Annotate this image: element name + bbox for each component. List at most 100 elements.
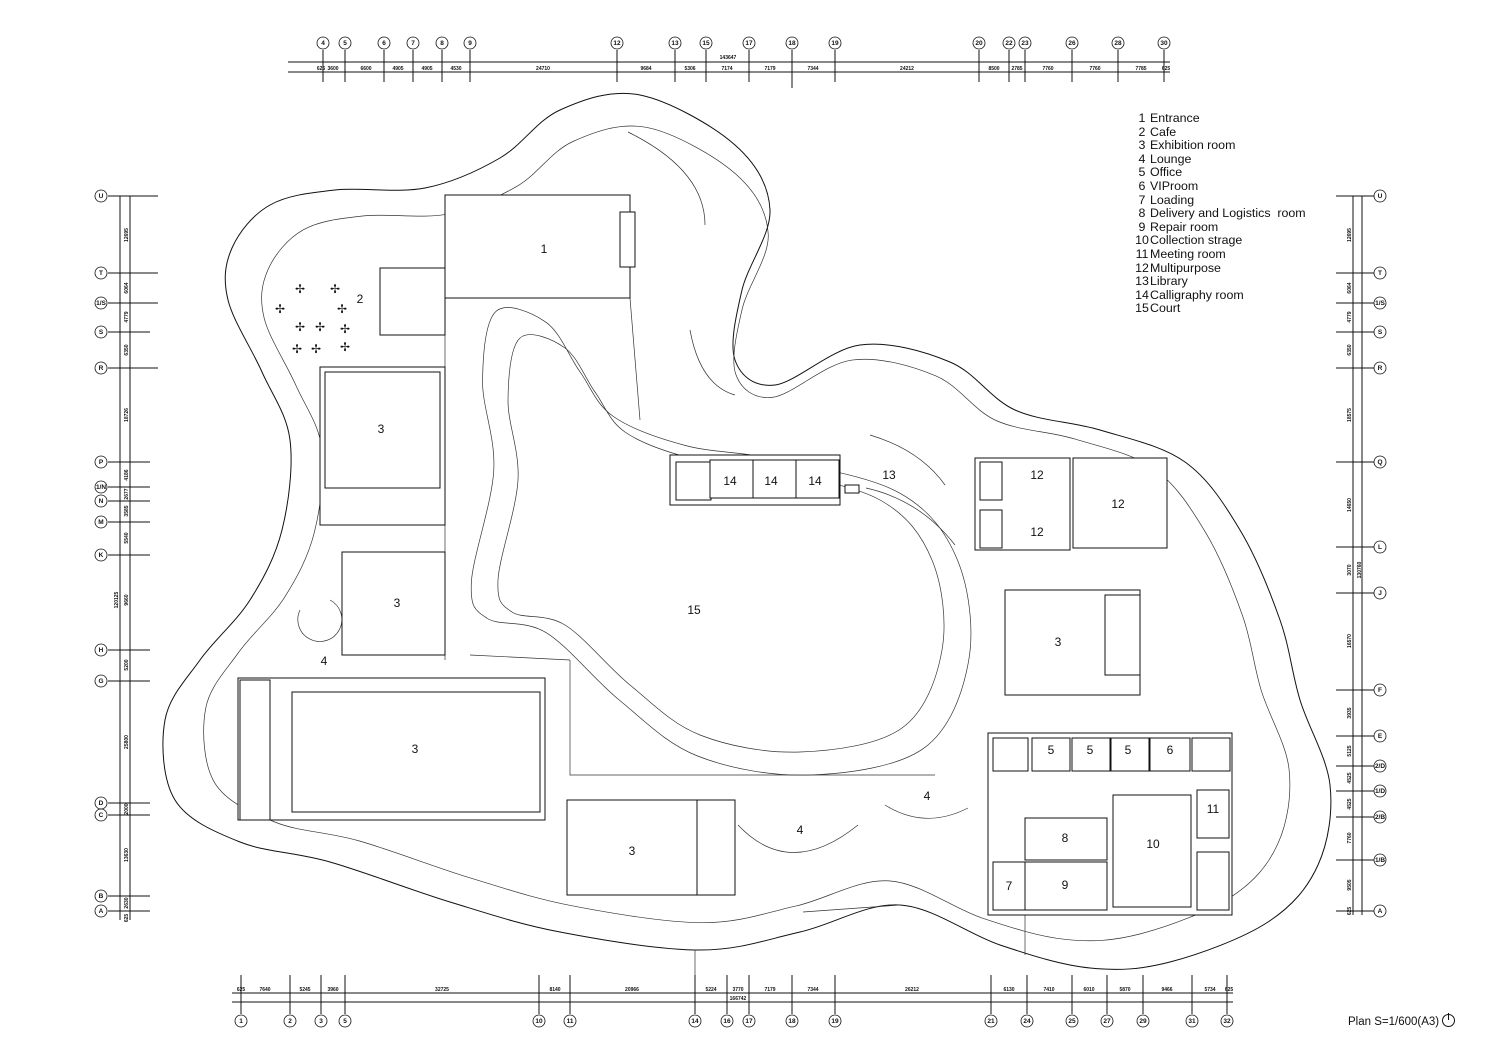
room-wall	[1104, 594, 1141, 676]
grid-label: 18	[788, 1018, 796, 1025]
cafe-table-icon: ✢	[311, 342, 321, 356]
dimension-value: 7344	[807, 66, 818, 72]
legend-number: 13	[1135, 274, 1149, 289]
section-line	[694, 910, 1026, 1000]
room-wall	[291, 691, 541, 813]
grid-bubble	[1065, 1014, 1079, 1028]
grid-label: 16	[723, 1018, 731, 1025]
dimension-value: 12695	[1347, 228, 1353, 242]
dimension-line	[288, 61, 1170, 73]
grid-label: T	[1378, 270, 1382, 277]
room-wall	[992, 737, 1029, 772]
dimension-value: 9684	[640, 66, 651, 72]
legend-number: 15	[1135, 301, 1149, 316]
dimension-value: 5734	[1204, 987, 1215, 993]
legend-number: 3	[1138, 138, 1146, 153]
grid-label: R	[99, 365, 104, 372]
cafe-table-icon: ✢	[337, 302, 347, 316]
dimension-value: 7410	[1043, 987, 1054, 993]
legend-label: Collection strage	[1150, 233, 1243, 248]
room-tag: 8	[1062, 831, 1069, 845]
legend-number: 8	[1138, 206, 1146, 221]
dimension-value: 26212	[905, 987, 919, 993]
room-tag: 4	[321, 654, 328, 668]
grid-label: A	[1378, 908, 1383, 915]
grid-bubble	[94, 266, 108, 280]
grid-bubble	[1373, 189, 1387, 203]
room-wall	[992, 861, 1026, 911]
legend-label: Meeting room	[1150, 246, 1226, 261]
library-shelf	[865, 487, 956, 546]
legend-label: Multipurpose	[1150, 260, 1221, 275]
dimension-value: 3070	[1347, 564, 1353, 575]
cafe-table-icon: ✢	[292, 342, 302, 356]
room-wall	[752, 459, 797, 499]
grid-bubble	[1373, 540, 1387, 554]
dimension-value: 625	[124, 914, 130, 923]
dimension-value: 2000	[124, 803, 130, 814]
grid-label: 27	[1103, 1018, 1111, 1025]
grid-bubble	[668, 36, 682, 50]
grid-label: 19	[831, 1018, 839, 1025]
room-wall	[709, 459, 754, 499]
room-wall	[1031, 737, 1071, 772]
dimension-value: 8140	[549, 987, 560, 993]
curved-bench	[689, 329, 736, 396]
grid-bubble	[742, 1014, 756, 1028]
curved-bench	[627, 131, 706, 226]
grid-label: S	[99, 329, 104, 336]
dimension-line	[232, 992, 1233, 1003]
grid-bubble	[688, 1014, 702, 1028]
grid-label: C	[99, 812, 104, 819]
grid-bubble	[1373, 455, 1387, 469]
grid-bubble	[1018, 36, 1032, 50]
grid-bubble	[94, 674, 108, 688]
dimension-value: 9505	[1347, 879, 1353, 890]
grid-label: 17	[745, 40, 753, 47]
grid-label: 32	[1223, 1018, 1231, 1025]
grid-bubble	[1373, 810, 1387, 824]
room-wall	[675, 461, 712, 501]
grid-label: L	[1378, 544, 1382, 551]
grid-label: P	[99, 459, 104, 466]
grid-bubble	[1373, 784, 1387, 798]
dimension-value: 6064	[124, 282, 130, 293]
dimension-value: 7785	[1135, 66, 1146, 72]
dimension-value: 18726	[124, 408, 130, 422]
room-tag: 13	[882, 468, 896, 482]
grid-bubble	[1373, 266, 1387, 280]
room-wall	[1024, 861, 1108, 911]
grid-bubble	[338, 36, 352, 50]
dimension-value: 625	[1225, 987, 1234, 993]
dimension-value: 7344	[807, 987, 818, 993]
grid-bubble	[94, 904, 108, 918]
grid-label: 28	[1114, 40, 1122, 47]
legend-label: Repair room	[1150, 219, 1219, 234]
legend-item: 13Library	[1134, 274, 1306, 289]
room-wall	[239, 679, 271, 821]
grid-label: 21	[987, 1018, 995, 1025]
dimension-value: 5125	[1347, 745, 1353, 756]
building-outer-wall	[162, 92, 1332, 970]
dimension-value: 6130	[1003, 987, 1014, 993]
grid-bubble	[435, 36, 449, 50]
grid-bubble	[338, 1014, 352, 1028]
lounge-seating	[884, 804, 969, 819]
dimension-value: 2677	[124, 488, 130, 499]
grid-bubble	[1100, 1014, 1114, 1028]
grid-bubble	[94, 643, 108, 657]
dimension-value: 6010	[1083, 987, 1094, 993]
grid-label: 1/S	[96, 300, 106, 307]
grid-label: U	[99, 193, 104, 200]
room-tag: 5	[1048, 743, 1055, 757]
grid-bubble	[234, 1014, 248, 1028]
room-wall	[341, 551, 446, 656]
court-outline	[497, 334, 945, 753]
dimension-value: 4779	[124, 311, 130, 322]
grid-label: 6	[382, 40, 386, 47]
dimension-value: 625	[1347, 907, 1353, 916]
